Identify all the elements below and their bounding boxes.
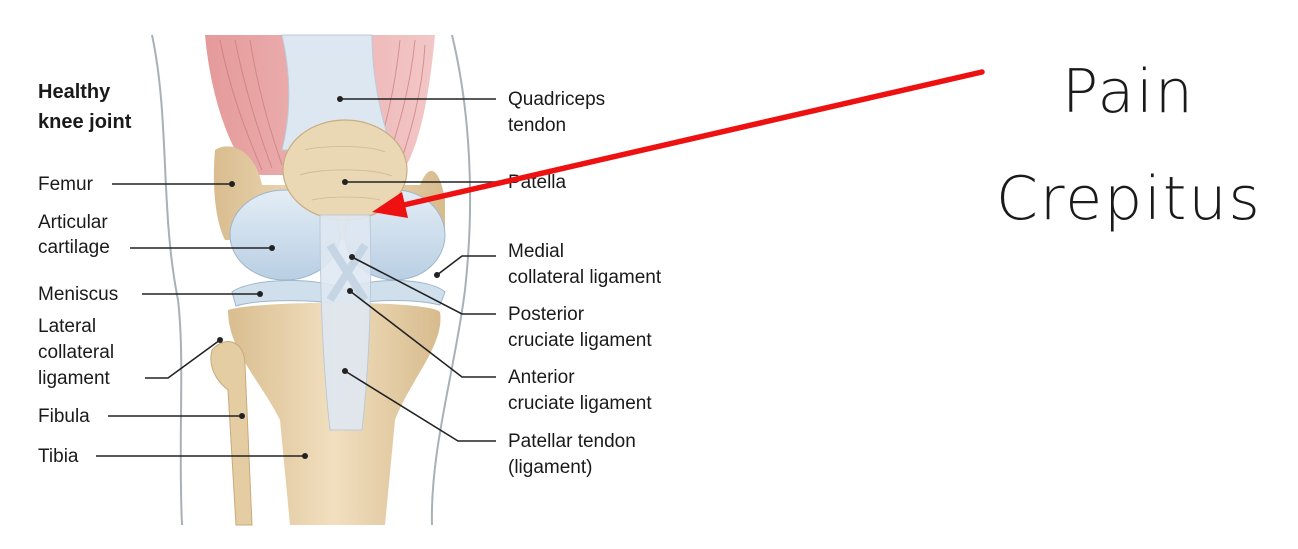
annotation-arrow	[372, 69, 985, 218]
label-pt-2: (ligament)	[508, 457, 592, 478]
diagram-title-line2: knee joint	[38, 111, 132, 133]
label-pcl-2: cruciate ligament	[508, 330, 652, 351]
label-meniscus: Meniscus	[38, 284, 118, 305]
dot-articular	[269, 245, 275, 251]
dot-patella	[342, 179, 348, 185]
dot-fibula	[239, 413, 245, 419]
label-articular-2: cartilage	[38, 237, 110, 258]
annotation-pain: Pain	[1062, 57, 1195, 127]
knee-illustration	[151, 34, 472, 526]
diagram-title-line1: Healthy	[38, 81, 111, 103]
leader-acl	[349, 290, 496, 378]
label-pt-1: Patellar tendon	[508, 431, 636, 452]
cruciate-ligaments	[326, 242, 369, 303]
label-quad-1: Quadriceps	[508, 89, 605, 110]
label-mcl-1: Medial	[508, 241, 564, 262]
arrow-head	[372, 192, 408, 218]
arrow-shaft	[392, 69, 985, 210]
label-lcl-2: collateral	[38, 342, 114, 363]
label-tibia: Tibia	[38, 446, 79, 467]
dot-lcl	[217, 337, 223, 343]
label-lcl-3: ligament	[38, 368, 111, 389]
leader-pcl	[351, 256, 496, 315]
annotation-crepitus: Crepitus	[996, 164, 1262, 234]
leader-pt	[344, 370, 496, 442]
dot-quad	[337, 96, 343, 102]
label-quad-2: tendon	[508, 115, 566, 136]
leader-lcl	[145, 339, 221, 379]
label-femur: Femur	[38, 174, 94, 195]
dot-tibia	[302, 453, 308, 459]
dot-acl	[347, 288, 353, 294]
label-mcl-2: collateral ligament	[508, 267, 662, 288]
patellar-tendon	[319, 214, 372, 431]
dot-femur	[229, 181, 235, 187]
dot-meniscus	[257, 291, 263, 297]
label-acl-1: Anterior	[508, 367, 575, 388]
dot-pcl	[349, 254, 355, 260]
dot-pt	[342, 368, 348, 374]
fibula	[210, 341, 253, 526]
skin-outline-right	[430, 34, 472, 526]
skin-outline-left	[151, 34, 183, 526]
leader-mcl	[436, 255, 496, 276]
label-acl-2: cruciate ligament	[508, 393, 652, 414]
label-articular-1: Articular	[38, 212, 108, 233]
dot-mcl	[434, 272, 440, 278]
label-pcl-1: Posterior	[508, 304, 585, 325]
label-lcl-1: Lateral	[38, 316, 96, 337]
label-fibula: Fibula	[38, 406, 90, 427]
